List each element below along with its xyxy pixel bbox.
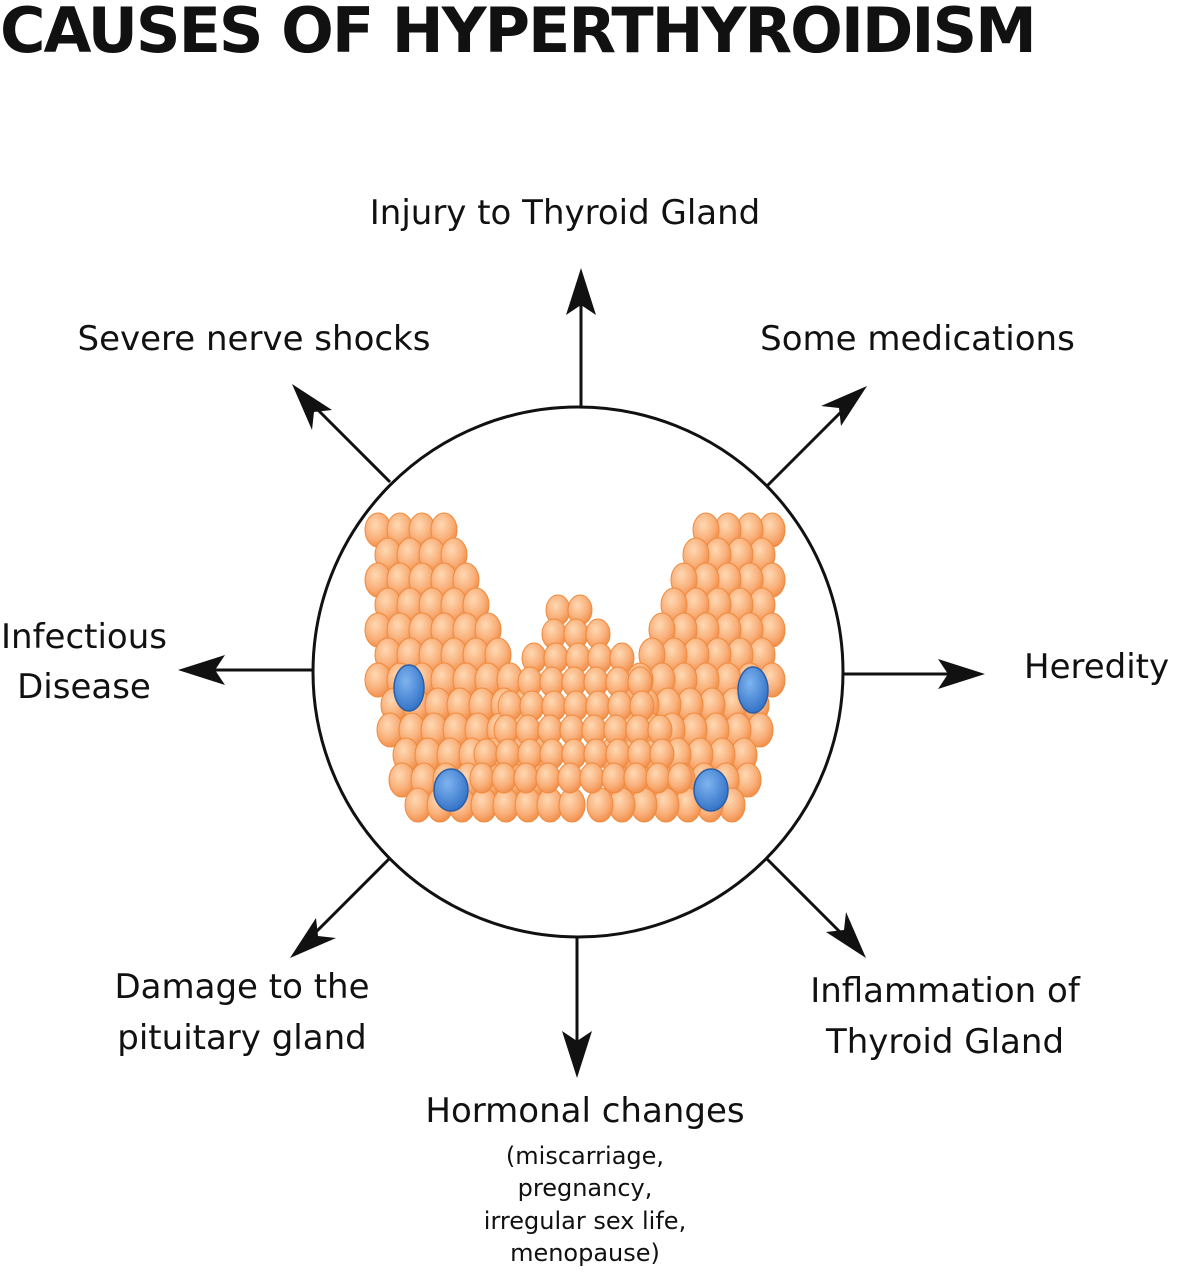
nodule-icon <box>737 666 769 714</box>
hormonal-detail-2: pregnancy, <box>517 1174 653 1203</box>
cause-infectious-line1: Infectious <box>1 617 167 657</box>
arrow-down-left <box>290 856 392 958</box>
arrow-right <box>843 659 985 689</box>
arrow-up <box>566 268 596 408</box>
nodule-icon <box>393 664 425 712</box>
gland-follicle <box>535 762 561 794</box>
gland-follicle <box>645 762 671 794</box>
cause-pituitary: Damage to the pituitary gland <box>92 962 392 1064</box>
cause-inflammation-line1: Inflammation of <box>810 971 1080 1011</box>
gland-follicle <box>601 762 627 794</box>
cause-medications: Some medications <box>760 319 1075 359</box>
hormonal-detail-4: menopause) <box>510 1239 660 1268</box>
cause-inflammation: Inflammation of Thyroid Gland <box>790 966 1100 1068</box>
arrow-up-left <box>292 384 392 484</box>
cause-pituitary-line1: Damage to the <box>114 967 370 1007</box>
cause-inflammation-line2: Thyroid Gland <box>825 1022 1065 1062</box>
arrow-down-right <box>764 856 866 958</box>
arrow-left <box>178 655 313 685</box>
arrow-up-right <box>765 386 867 488</box>
hormonal-detail-3: irregular sex life, <box>483 1206 687 1235</box>
cause-heredity: Heredity <box>1024 647 1170 687</box>
page-title: CAUSES OF HYPERTHYROIDISM <box>0 0 1037 67</box>
gland-follicle <box>623 762 649 794</box>
arrow-down <box>562 937 592 1078</box>
hormonal-detail-1: (miscarriage, <box>505 1142 665 1170</box>
cause-injury: Injury to Thyroid Gland <box>369 193 761 233</box>
cause-infectious: Infectious Disease <box>0 612 168 713</box>
thyroid-gland-icon <box>364 512 786 823</box>
nodule-icon <box>693 768 729 812</box>
gland-follicle <box>491 762 517 794</box>
cause-infectious-line2: Disease <box>17 667 151 708</box>
nodule-icon <box>433 768 469 812</box>
gland-follicle <box>667 762 693 794</box>
gland-follicle <box>513 762 539 794</box>
gland-follicle <box>557 762 583 794</box>
gland-follicle <box>469 762 495 794</box>
cause-pituitary-line2: pituitary gland <box>117 1018 367 1058</box>
cause-hormonal-details: (miscarriage, pregnancy, irregular sex l… <box>435 1140 735 1270</box>
gland-follicle <box>579 762 605 794</box>
cause-hormonal: Hormonal changes <box>425 1091 745 1131</box>
cause-nerve-shocks: Severe nerve shocks <box>77 319 431 359</box>
